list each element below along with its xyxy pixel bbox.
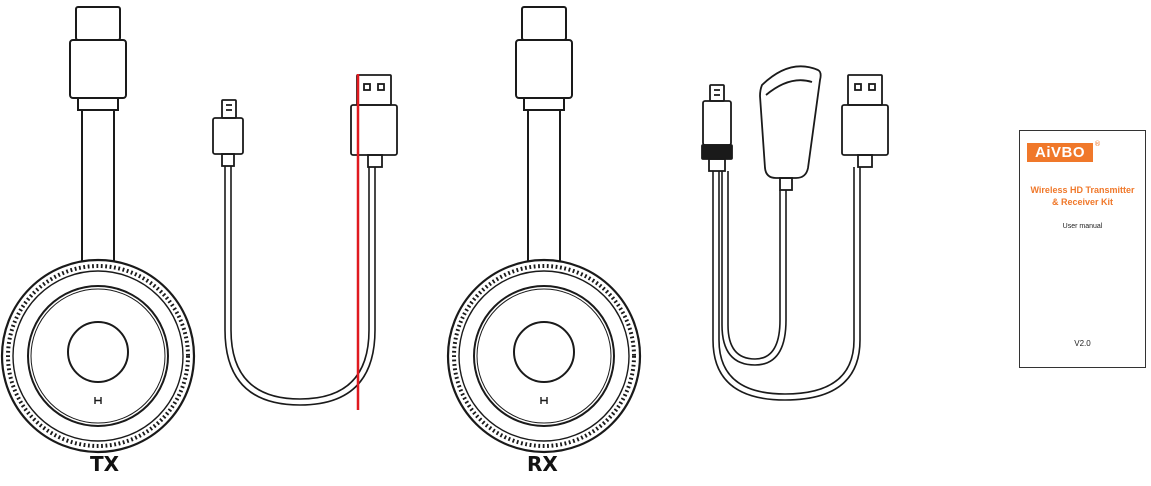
manual-title-line2: & Receiver Kit bbox=[1051, 197, 1114, 207]
registered-mark: ® bbox=[1094, 140, 1101, 148]
rx-cable-to-usb bbox=[712, 167, 861, 401]
rx-micro-usb-plug bbox=[701, 84, 733, 172]
manual-title: Wireless HD Transmitter & Receiver Kit bbox=[1020, 184, 1145, 208]
rx-wifi-adapter bbox=[759, 65, 822, 191]
rx-label: RX bbox=[527, 452, 558, 476]
manual-title-line1: Wireless HD Transmitter bbox=[1030, 185, 1135, 195]
rx-dongle bbox=[446, 5, 642, 454]
rx-cable-to-usb-inner bbox=[718, 167, 855, 395]
tx-usb-a-plug bbox=[350, 74, 398, 168]
tx-micro-usb-plug bbox=[212, 99, 244, 167]
user-manual: AiVBO ® Wireless HD Transmitter & Receiv… bbox=[1019, 130, 1146, 368]
manual-subtitle: User manual bbox=[1062, 223, 1103, 230]
tx-dongle bbox=[0, 5, 196, 454]
brand-logo: AiVBO bbox=[1027, 143, 1093, 162]
tx-label: TX bbox=[90, 452, 120, 476]
tx-cable-inner bbox=[230, 166, 370, 400]
rx-usb-a-plug bbox=[841, 74, 889, 168]
manual-version: V2.0 bbox=[1074, 339, 1091, 348]
rx-cable-to-adapter bbox=[721, 171, 787, 366]
rx-cable-to-adapter-inner bbox=[727, 171, 781, 360]
tx-cable bbox=[224, 166, 376, 406]
